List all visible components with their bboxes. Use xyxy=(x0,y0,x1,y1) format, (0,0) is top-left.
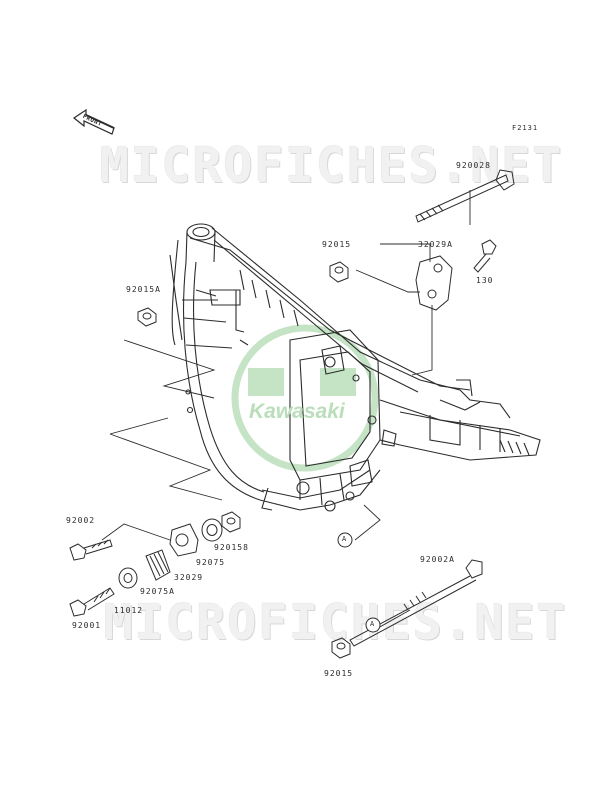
label-92002: 92002 xyxy=(66,516,96,525)
spacer-92075A xyxy=(145,549,171,581)
washer-11012 xyxy=(118,567,138,589)
callout-A-label-2: A xyxy=(370,620,375,628)
bracket-32029A xyxy=(415,255,453,311)
watermark-bottom: MICROFICHES.NET xyxy=(104,595,568,651)
collar-32029 xyxy=(169,523,199,557)
label-130: 130 xyxy=(476,276,494,285)
label-11012: 11012 xyxy=(114,606,144,615)
label-32029A: 32029A xyxy=(418,240,453,249)
nut-92015A xyxy=(137,307,157,327)
kawasaki-logo xyxy=(231,324,379,472)
label-920028: 920028 xyxy=(456,161,491,170)
callout-A-circle-2 xyxy=(365,617,381,633)
logo-text: Kawasaki xyxy=(249,400,345,423)
label-92015A: 92015A xyxy=(126,285,161,294)
label-92075: 92075 xyxy=(196,558,226,567)
label-92015-top: 92015 xyxy=(322,240,352,249)
label-92002A: 92002A xyxy=(420,555,455,564)
callout-A-label-1: A xyxy=(342,535,347,543)
label-92075A: 92075A xyxy=(140,587,175,596)
label-920158: 920158 xyxy=(214,543,249,552)
nut-92015-bottom xyxy=(331,637,351,659)
washer-92075 xyxy=(201,518,223,542)
bolt-92001 xyxy=(69,587,115,617)
label-92001: 92001 xyxy=(72,621,102,630)
figure-code: F2131 xyxy=(512,124,539,132)
nut-92015-top xyxy=(329,261,349,283)
leader-lines xyxy=(101,190,471,629)
label-32029: 32029 xyxy=(174,573,204,582)
bolt-92002 xyxy=(69,539,113,561)
nut-920158 xyxy=(221,511,241,533)
bolt-920028 xyxy=(415,169,515,223)
bolt-130 xyxy=(473,239,497,273)
bolt-92002A xyxy=(349,559,483,647)
motorcycle-frame xyxy=(169,223,541,512)
callout-A-circle-1 xyxy=(337,532,353,548)
label-92015-bottom: 92015 xyxy=(324,669,354,678)
front-arrow-icon: FRONT xyxy=(72,108,116,135)
